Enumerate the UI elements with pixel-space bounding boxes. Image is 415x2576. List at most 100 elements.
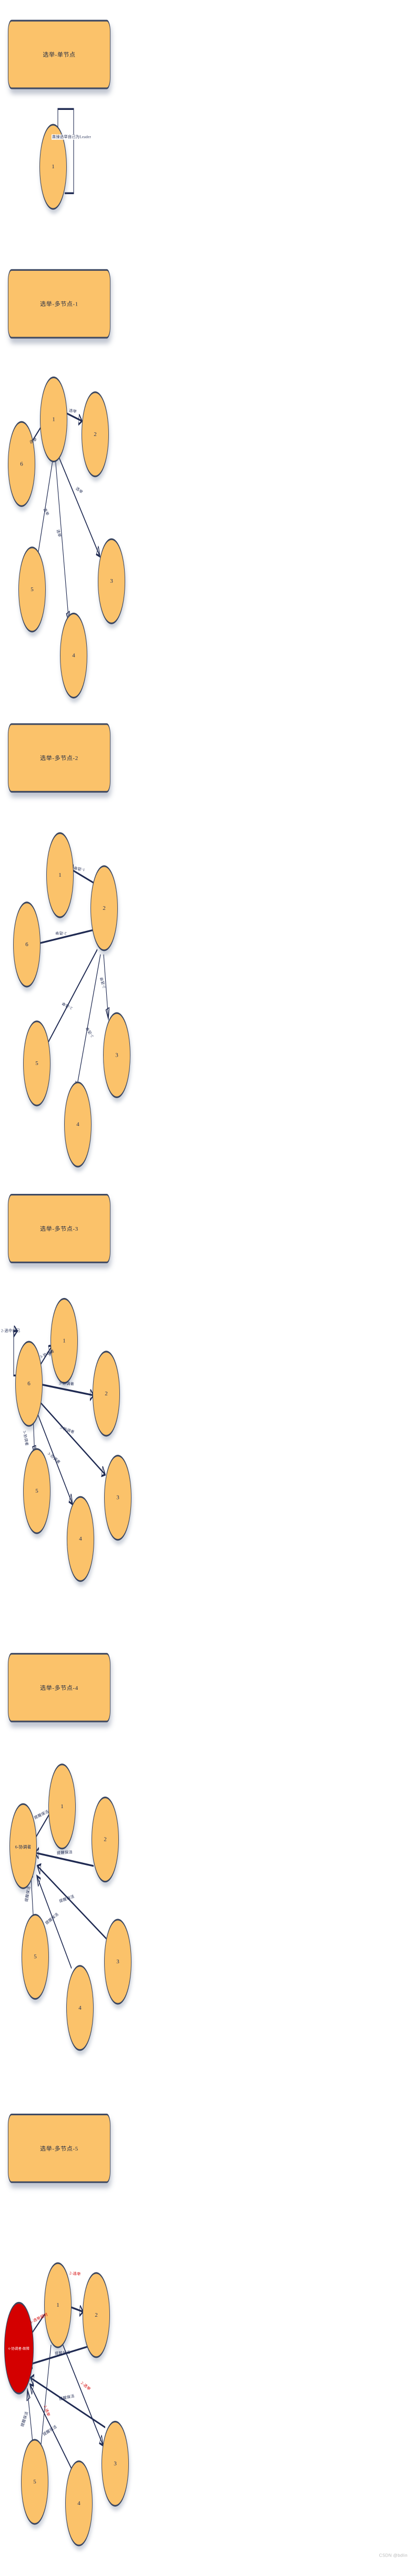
graph-node-4-4[interactable]: 4 xyxy=(67,1496,94,1582)
section-title-6: 选举-多节点-5 xyxy=(8,2113,110,2183)
node-label: 3 xyxy=(115,1052,118,1059)
node-label: 6 xyxy=(27,1381,31,1387)
section-title-label: 选举-单节点 xyxy=(43,52,76,58)
section-title-label: 选举-多节点-3 xyxy=(40,1225,78,1232)
node-label: 1 xyxy=(56,2302,59,2309)
edge-label-2-2: 选举 xyxy=(68,408,77,414)
node-label: 4 xyxy=(77,2500,80,2507)
edge-label-4-2: 3-协调者 xyxy=(58,1381,75,1386)
edge-label-2-3: 选举 xyxy=(75,486,84,495)
graph-node-6-4[interactable]: 4 xyxy=(65,2460,93,2547)
node-label: 3 xyxy=(116,1959,119,1965)
graph-node-4-5[interactable]: 5 xyxy=(23,1448,50,1534)
graph-node-6-2[interactable]: 2 xyxy=(83,2272,110,2358)
node-label: 4 xyxy=(78,2004,82,2011)
graph-node-6-5[interactable]: 5 xyxy=(21,2439,48,2525)
node-label: 3 xyxy=(116,1494,119,1501)
node-label: 4 xyxy=(79,1536,82,1543)
edge-label-3-4: 2-选举 xyxy=(85,1026,95,1038)
section-title-label: 选举-多节点-4 xyxy=(40,1685,78,1691)
section-title-2: 选举-多节点-1 xyxy=(8,269,110,339)
graph-node-4-3[interactable]: 3 xyxy=(104,1455,131,1541)
graph-node-3-4[interactable]: 4 xyxy=(64,1081,92,1168)
node-label: 1 xyxy=(60,1803,64,1810)
edge-label-6-2: 2-选举 xyxy=(69,2271,81,2277)
node-label: 2 xyxy=(95,2311,98,2318)
edge-label-6-7: 提醒保活 xyxy=(42,2425,58,2437)
node-label: 5 xyxy=(34,1953,37,1960)
edge-label-4-5: 3-协调者 xyxy=(22,1430,29,1446)
edge-label-6-5: 提醒保活 xyxy=(54,2350,71,2356)
edge-label-3-1: 1-选举 xyxy=(73,865,86,872)
section-title-5: 选举-多节点-4 xyxy=(8,1652,110,1722)
edge-label-2-4: 选举 xyxy=(42,507,50,516)
edge-label-3-2: 2-选举 xyxy=(55,930,67,936)
edge-label-3-3: 2-选举 xyxy=(61,1001,74,1010)
node-label: 5 xyxy=(35,1488,38,1495)
node-label: 6 xyxy=(25,941,28,948)
node-label: 6 xyxy=(20,461,23,468)
graph-node-3-6[interactable]: 6 xyxy=(13,901,41,988)
section-title-4: 选举-多节点-3 xyxy=(8,1194,110,1263)
graph-node-5-1[interactable]: 1 xyxy=(48,1763,76,1850)
graph-node-3-1[interactable]: 1 xyxy=(46,832,74,918)
graph-node-3-5[interactable]: 5 xyxy=(23,1020,50,1107)
section-title-label: 选举-多节点-5 xyxy=(40,2145,78,2152)
node-label: 5 xyxy=(31,586,34,593)
section-title-label: 选举-多节点-2 xyxy=(40,755,78,762)
edge-label-5-2: 提醒保活 xyxy=(56,1850,73,1855)
node-label: 2 xyxy=(104,1836,107,1843)
graph-node-2-4[interactable]: 4 xyxy=(60,612,87,699)
graph-node-5-5[interactable]: 5 xyxy=(22,1913,49,2000)
node-label: 5 xyxy=(33,2479,36,2486)
section-title-3: 选举-多节点-2 xyxy=(8,723,110,793)
edge-label-6-3: 2-选举 xyxy=(79,2380,92,2391)
edge-label-5-1: 提醒保活 xyxy=(33,1809,50,1820)
edge-label-self-loop: 直接选举自己为Leader xyxy=(52,134,92,140)
graph-node-6-6-fault[interactable]: 6-协调者-故障 xyxy=(4,2301,34,2395)
graph-node-5-4[interactable]: 4 xyxy=(66,1965,94,2051)
graph-node-4-6[interactable]: 6 xyxy=(15,1341,43,1427)
node-label: 2 xyxy=(94,431,97,438)
edge-label-6-6: 提醒保活 xyxy=(58,2394,75,2401)
node-label: 6-协调者-故障 xyxy=(8,2347,30,2351)
edge-label-4-selfloop: 2-选中自己 xyxy=(1,1328,21,1333)
graph-node-3-2[interactable]: 2 xyxy=(90,865,118,951)
graph-node-2-2[interactable]: 2 xyxy=(82,391,109,478)
graph-node-6-3[interactable]: 3 xyxy=(102,2420,129,2507)
graph-node-5-2[interactable]: 2 xyxy=(92,1797,119,1883)
graph-node-2-3[interactable]: 3 xyxy=(98,538,125,624)
edge-label-5-4: 提醒保活 xyxy=(44,1912,60,1926)
section-title-label: 选举-多节点-1 xyxy=(40,301,78,308)
node-label: 5 xyxy=(35,1060,38,1067)
graph-node-4-2[interactable]: 2 xyxy=(93,1351,120,1437)
node-label: 2 xyxy=(105,1390,108,1397)
graph-node-5-6[interactable]: 6-协调者 xyxy=(9,1803,37,1889)
graph-node-4-1[interactable]: 1 xyxy=(50,1297,78,1384)
node-label: 1 xyxy=(52,164,55,170)
graph-node-6-1[interactable]: 1 xyxy=(44,2262,72,2348)
node-label: 1 xyxy=(58,872,62,879)
edge-label-6-8: 提醒保活 xyxy=(20,2411,29,2428)
graph-node-3-3[interactable]: 3 xyxy=(103,1012,130,1098)
graph-node-2-1[interactable]: 1 xyxy=(40,376,67,463)
node-label: 3 xyxy=(114,2460,117,2467)
node-label: 1 xyxy=(63,1337,66,1344)
edge-label-4-3: 3-协调者 xyxy=(59,1425,75,1435)
graph-node-2-5[interactable]: 5 xyxy=(18,546,46,633)
graph-node-5-3[interactable]: 3 xyxy=(104,1919,131,2005)
node-label: 3 xyxy=(110,578,113,585)
edge-label-4-4: 3-协调者 xyxy=(46,1451,62,1465)
edge-label-2-5: 选举 xyxy=(55,529,62,538)
edge-label-6-4: 2-选举 xyxy=(43,2405,51,2417)
graph-node-2-6[interactable]: 6 xyxy=(8,421,35,507)
node-label: 6-协调者 xyxy=(15,1843,32,1849)
edge-label-5-3: 提醒保活 xyxy=(58,1894,75,1904)
node-label: 1 xyxy=(52,416,55,423)
node-label: 2 xyxy=(103,905,106,911)
node-label: 4 xyxy=(72,652,75,659)
section-title-1: 选举-单节点 xyxy=(8,19,110,89)
watermark-label: CSDN @bdlin xyxy=(379,2553,408,2558)
node-label: 4 xyxy=(76,1121,79,1128)
